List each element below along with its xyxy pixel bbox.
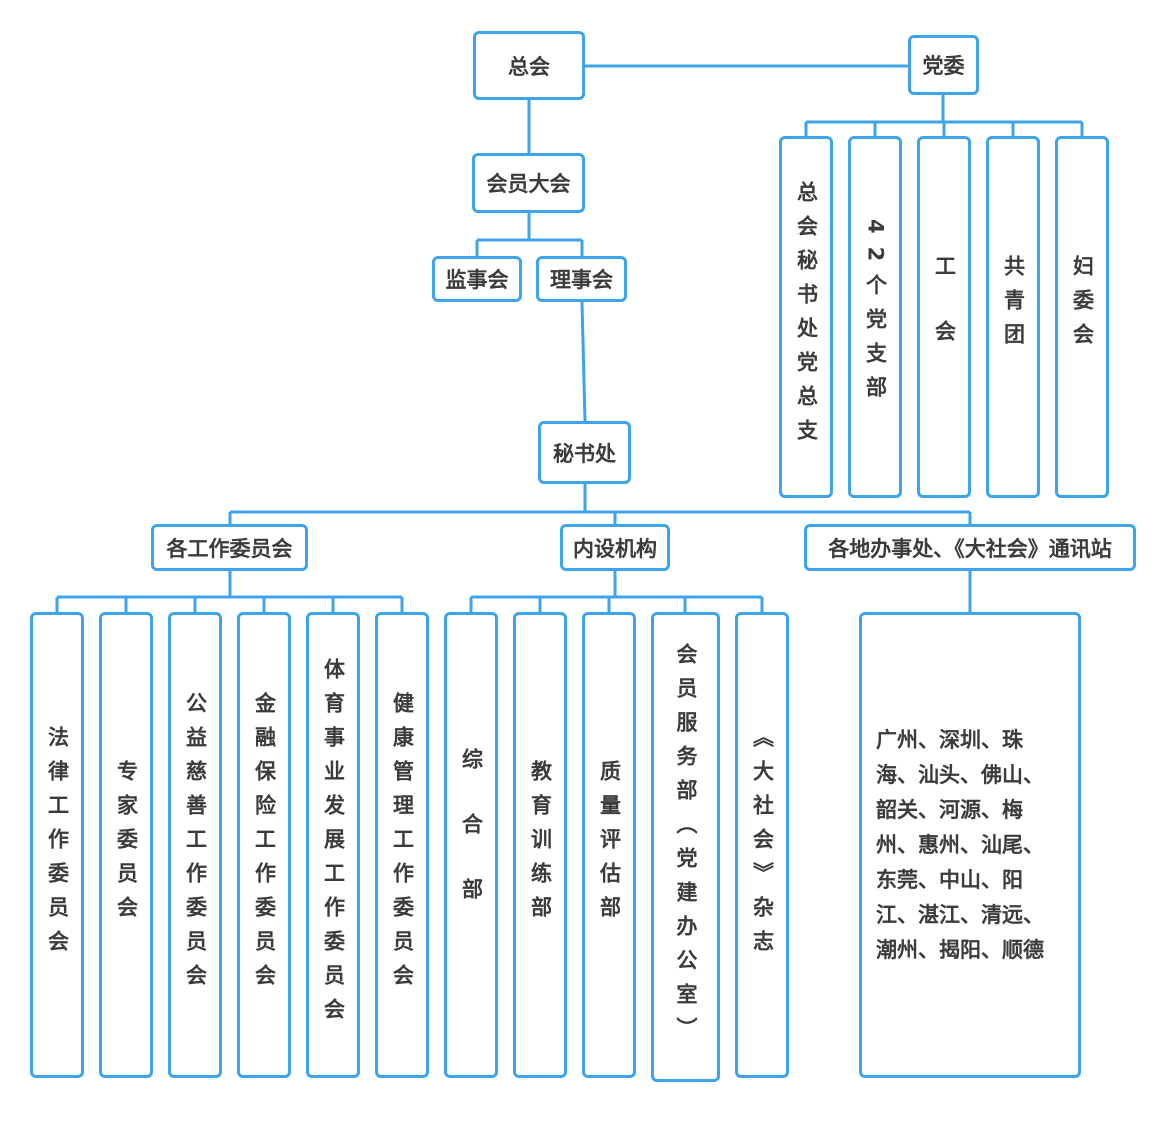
- node-committee-3: 公益慈善工作委员会: [168, 612, 222, 1078]
- node-committee-2-label: 专家委员会: [114, 760, 139, 930]
- node-regions-label: 广州、深圳、珠海、汕头、佛山、韶关、河源、梅州、惠州、汕尾、东莞、中山、阳江、湛…: [876, 727, 1044, 962]
- node-lishihui-label: 理事会: [550, 268, 613, 292]
- node-department-2: 教育训练部: [513, 612, 567, 1078]
- node-party-2-label: 42个党支部: [863, 219, 888, 411]
- node-gedi-label: 各地办事处、《大社会》通讯站: [828, 536, 1112, 561]
- node-gedi: 各地办事处、《大社会》通讯站: [804, 524, 1136, 571]
- node-party-1-label: 总会秘书处党总支: [794, 181, 819, 453]
- node-committee-4: 金融保险工作委员会: [237, 612, 291, 1078]
- node-party-4: 共青团: [986, 136, 1040, 498]
- node-regions: 广州、深圳、珠海、汕头、佛山、韶关、河源、梅州、惠州、汕尾、东莞、中山、阳江、湛…: [859, 612, 1081, 1078]
- node-committee-5: 体育事业发展工作委员会: [306, 612, 360, 1078]
- node-committee-6: 健康管理工作委员会: [375, 612, 429, 1078]
- node-department-4: 会员服务部（党建办公室）: [651, 612, 720, 1082]
- node-committee-4-label: 金融保险工作委员会: [252, 692, 277, 998]
- node-committee-1-label: 法律工作委员会: [45, 726, 70, 964]
- node-lishihui: 理事会: [536, 256, 627, 302]
- node-jianshihui-label: 监事会: [445, 268, 509, 292]
- node-mishuchu-label: 秘书处: [553, 441, 616, 466]
- node-huiyuan-dahui: 会员大会: [472, 153, 585, 213]
- node-department-3: 质量评估部: [582, 612, 636, 1078]
- node-department-4-label: 会员服务部（党建办公室）: [674, 643, 698, 1051]
- node-department-5-label: 《大社会》杂志: [750, 726, 775, 964]
- node-neishe-label: 内设机构: [573, 536, 657, 561]
- node-gezuo-label: 各工作委员会: [166, 536, 293, 561]
- node-party-5-label: 妇委会: [1070, 255, 1095, 357]
- node-committee-3-label: 公益慈善工作委员会: [183, 692, 208, 998]
- node-committee-5-label: 体育事业发展工作委员会: [321, 658, 346, 1032]
- node-zonghui-label: 总会: [508, 54, 550, 79]
- node-dangwei: 党委: [908, 35, 979, 95]
- node-committee-2: 专家委员会: [99, 612, 153, 1078]
- node-party-3: 工会: [917, 136, 971, 498]
- node-department-2-label: 教育训练部: [528, 760, 553, 930]
- node-party-3-label: 工会: [932, 255, 957, 385]
- node-mishuchu: 秘书处: [538, 421, 631, 484]
- node-party-5: 妇委会: [1055, 136, 1109, 498]
- node-huiyuan-dahui-label: 会员大会: [486, 172, 571, 196]
- node-department-1-label: 综合部: [459, 747, 484, 943]
- node-dangwei-label: 党委: [922, 54, 965, 78]
- node-committee-6-label: 健康管理工作委员会: [390, 692, 415, 998]
- node-department-3-label: 质量评估部: [597, 760, 622, 930]
- node-party-2: 42个党支部: [848, 136, 902, 498]
- node-jianshihui: 监事会: [432, 256, 522, 302]
- node-department-1: 综合部: [444, 612, 498, 1078]
- node-gezuo: 各工作委员会: [151, 524, 308, 571]
- line-lishi-mishu: [580, 301, 587, 422]
- node-party-1: 总会秘书处党总支: [779, 136, 833, 498]
- node-zonghui: 总会: [473, 31, 585, 100]
- node-party-4-label: 共青团: [1001, 255, 1026, 357]
- node-committee-1: 法律工作委员会: [30, 612, 84, 1078]
- node-neishe: 内设机构: [560, 524, 670, 571]
- node-department-5: 《大社会》杂志: [735, 612, 789, 1078]
